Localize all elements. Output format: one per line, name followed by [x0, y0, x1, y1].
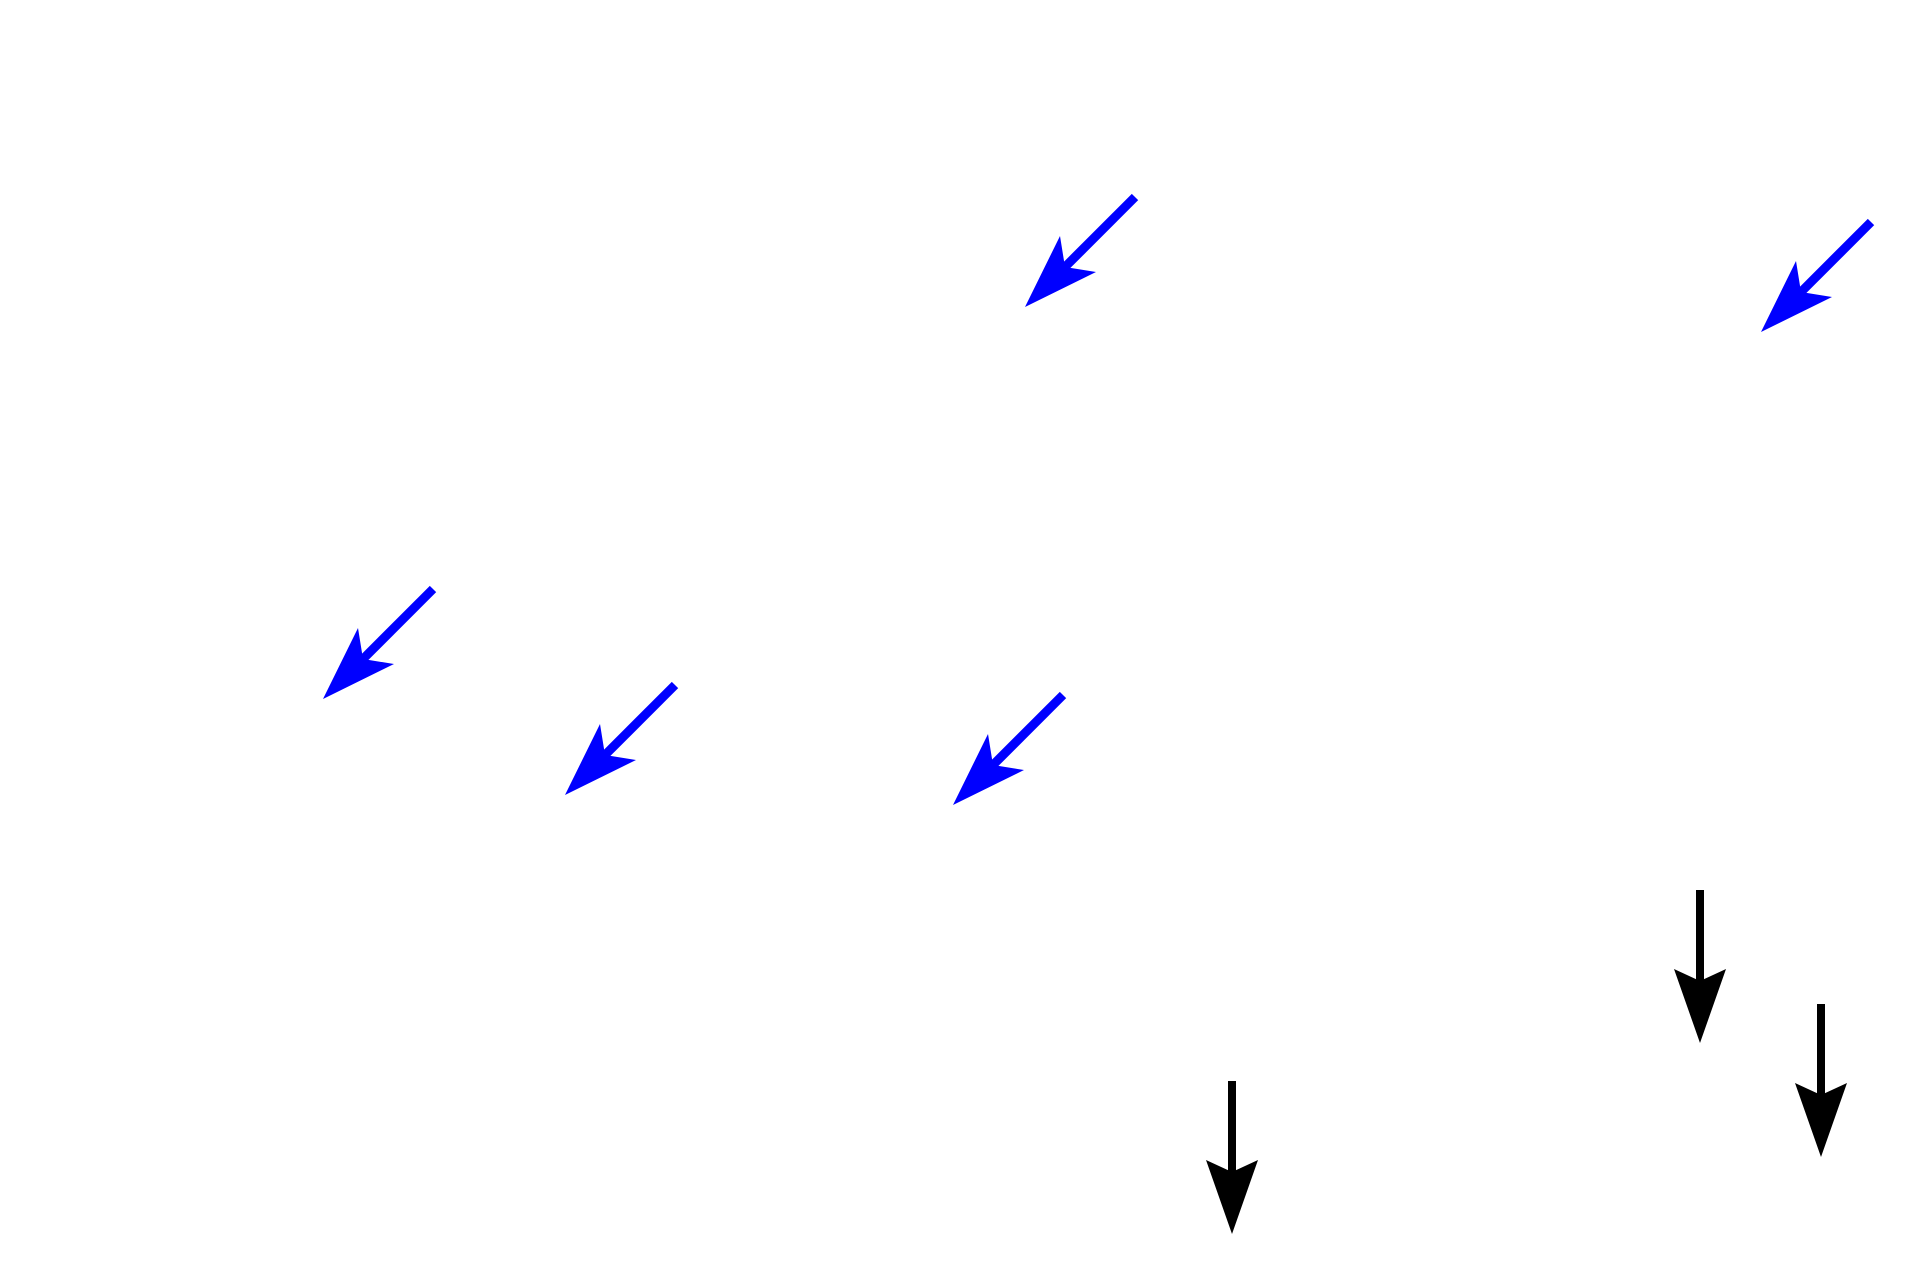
arrow-head	[323, 628, 394, 699]
arrow-shaft	[597, 681, 679, 763]
arrow-head	[565, 724, 636, 795]
arrow-head	[953, 734, 1024, 805]
arrow-head	[1025, 236, 1096, 307]
blue-diagonal-arrow-icon	[323, 585, 437, 699]
arrow-shaft	[1057, 193, 1139, 275]
blue-diagonal-arrow-icon	[565, 681, 679, 795]
blue-diagonal-arrow-icon	[1025, 193, 1139, 307]
blue-diagonal-arrow-icon	[1761, 218, 1875, 332]
black-down-arrow-icon	[1206, 1081, 1258, 1234]
arrow-head	[1795, 1083, 1847, 1157]
arrow-head	[1206, 1160, 1258, 1234]
arrow-shaft	[1793, 218, 1875, 300]
arrow-shaft	[985, 691, 1067, 773]
black-down-arrow-icon	[1795, 1004, 1847, 1157]
arrow-head	[1761, 261, 1832, 332]
arrow-shaft	[355, 585, 437, 667]
blue-diagonal-arrow-icon	[953, 691, 1067, 805]
arrow-head	[1674, 969, 1726, 1043]
black-down-arrow-icon	[1674, 890, 1726, 1043]
